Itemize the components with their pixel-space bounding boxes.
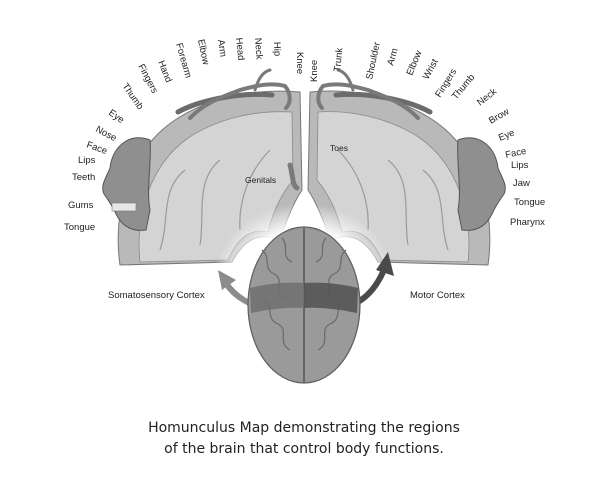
sensory-label-elbow: Elbow: [195, 38, 211, 66]
sensory-label-eye: Eye: [106, 107, 126, 125]
caption-line-1: Homunculus Map demonstrating the regions: [148, 420, 460, 436]
brain-top-view: [247, 226, 361, 384]
sensory-label-thumb: Thumb: [120, 81, 146, 112]
somatosensory-cortex-label: Somatosensory Cortex: [108, 290, 205, 301]
motor-label-tongue: Tongue: [514, 197, 545, 208]
sensory-label-neck: Neck: [252, 37, 265, 60]
motor-label-eye: Eye: [497, 127, 516, 143]
sensory-label-lips: Lips: [78, 155, 96, 166]
caption-line-2: of the brain that control body functions…: [164, 441, 444, 457]
toes-label: Toes: [330, 143, 348, 153]
motor-arrow-head: [376, 252, 394, 276]
motor-homunculus-figure: [316, 68, 506, 231]
motor-label-face: Face: [504, 146, 527, 161]
sensory-label-forearm: Forearm: [173, 42, 193, 80]
sensory-arrow-head: [218, 270, 236, 290]
motor-label-jaw: Jaw: [513, 178, 530, 189]
motor-label-wrist: Wrist: [421, 57, 441, 81]
sensory-label-fingers: Fingers: [135, 62, 160, 95]
caption: Homunculus Map demonstrating the regions…: [0, 418, 608, 460]
sensory-label-tongue: Tongue: [64, 222, 95, 233]
sensory-label-hand: Hand: [155, 59, 174, 84]
motor-label-knee: Knee: [309, 60, 320, 82]
motor-label-brow: Brow: [487, 106, 511, 126]
sensory-label-arm: Arm: [215, 39, 228, 58]
motor-label-lips: Lips: [511, 160, 529, 171]
sensory-label-head: Head: [233, 37, 246, 61]
sensory-homunculus-figure: [102, 68, 300, 231]
sensory-label-teeth: Teeth: [72, 172, 95, 183]
sensory-label-nose: Nose: [94, 124, 119, 144]
motor-label-pharynx: Pharynx: [510, 217, 545, 228]
motor-label-shoulder: Shoulder: [364, 41, 383, 80]
motor-label-elbow: Elbow: [405, 49, 425, 77]
sensory-label-hip: Hip: [271, 42, 282, 57]
motor-cortex-label: Motor Cortex: [410, 290, 465, 301]
motor-label-arm: Arm: [385, 47, 400, 67]
sensory-label-gums: Gums: [68, 200, 94, 211]
genitals-label: Genitals: [245, 175, 276, 185]
motor-label-neck: Neck: [475, 86, 499, 108]
sensory-label-knee: Knee: [294, 52, 305, 74]
motor-label-trunk: Trunk: [332, 47, 345, 72]
